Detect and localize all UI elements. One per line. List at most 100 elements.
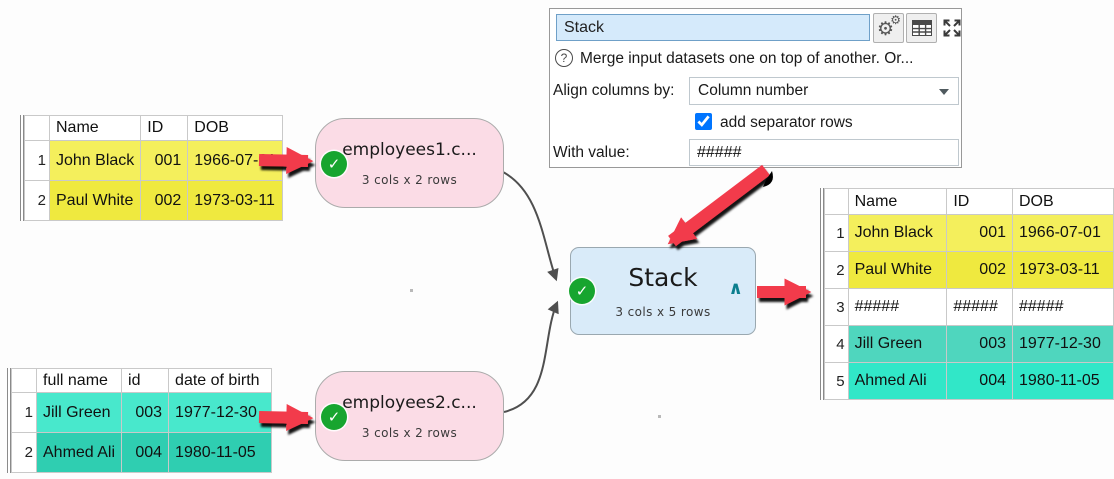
- corner-header: [24, 115, 50, 141]
- status-ok-icon: ✓: [569, 278, 595, 304]
- table-cell[interactable]: 004: [121, 432, 170, 473]
- grid-dot: [658, 415, 661, 418]
- row-number[interactable]: 2: [24, 180, 50, 221]
- table-icon: [911, 20, 932, 36]
- table-cell[interactable]: 001: [140, 140, 189, 181]
- node-size-label: 3 cols x 5 rows: [615, 305, 711, 319]
- row-number[interactable]: 1: [824, 214, 849, 252]
- transform-options-panel: ⚙⚙ ? M: [549, 8, 962, 168]
- add-separator-rows-label: add separator rows: [720, 114, 853, 131]
- help-text: Merge input datasets one on top of anoth…: [580, 50, 914, 67]
- table-cell[interactable]: 1973-03-11: [1012, 251, 1114, 289]
- table-cell[interactable]: 1980-11-05: [1012, 362, 1114, 400]
- table-cell[interactable]: Paul White: [48, 180, 142, 221]
- corner-header: [11, 368, 37, 393]
- node-title: Stack: [628, 263, 698, 292]
- table-cell[interactable]: Ahmed Ali: [35, 432, 123, 473]
- table-row: 3###############: [824, 288, 1114, 326]
- status-ok-icon: ✓: [321, 151, 347, 177]
- connector-input2-stack: [503, 300, 559, 413]
- table-cell[interactable]: John Black: [847, 214, 948, 252]
- expand-icon: [943, 19, 961, 37]
- help-icon[interactable]: ?: [555, 49, 573, 67]
- table-cell[interactable]: 002: [946, 251, 1013, 289]
- table-cell[interactable]: 003: [946, 325, 1013, 363]
- column-header[interactable]: Name: [847, 188, 948, 215]
- row-number[interactable]: 2: [11, 432, 37, 473]
- row-number[interactable]: 1: [11, 392, 37, 433]
- table-cell[interactable]: 002: [140, 180, 189, 221]
- table-cell[interactable]: Ahmed Ali: [847, 362, 948, 400]
- column-header[interactable]: date of birth: [168, 368, 273, 393]
- table-cell[interactable]: 1980-11-05: [168, 432, 273, 473]
- collapse-caret[interactable]: ∧: [728, 278, 743, 299]
- column-header[interactable]: DOB: [1012, 188, 1114, 215]
- table-cell[interactable]: John Black: [48, 140, 142, 181]
- node-title: employees2.c...: [342, 392, 477, 413]
- table-cell[interactable]: 1966-07-01: [187, 140, 284, 181]
- table-cell[interactable]: #####: [946, 288, 1013, 326]
- transform-name-input[interactable]: [556, 14, 870, 41]
- with-value-label: With value:: [553, 144, 630, 161]
- align-columns-dropdown[interactable]: Column number: [689, 77, 959, 105]
- table-cell[interactable]: #####: [847, 288, 948, 326]
- column-header[interactable]: Name: [48, 115, 142, 141]
- table-cell[interactable]: 004: [946, 362, 1013, 400]
- column-header[interactable]: ID: [946, 188, 1013, 215]
- corner-header: [824, 188, 849, 215]
- fullscreen-button[interactable]: [939, 13, 965, 43]
- table-cell[interactable]: 1966-07-01: [1012, 214, 1114, 252]
- table-cell[interactable]: 1977-12-30: [168, 392, 273, 433]
- table-cell[interactable]: 1977-12-30: [1012, 325, 1114, 363]
- column-header[interactable]: DOB: [187, 115, 284, 141]
- table-cell[interactable]: 003: [121, 392, 170, 433]
- table-cell[interactable]: Paul White: [847, 251, 948, 289]
- status-ok-icon: ✓: [321, 404, 347, 430]
- node-employees1[interactable]: ✓ employees1.c... 3 cols x 2 rows: [315, 118, 504, 208]
- row-number[interactable]: 2: [824, 251, 849, 289]
- connector-input1-stack: [502, 171, 559, 282]
- red-arrow-panel-to-stack: [667, 164, 770, 247]
- node-size-label: 3 cols x 2 rows: [361, 425, 458, 440]
- grid-dot: [410, 289, 413, 292]
- row-number[interactable]: 4: [824, 325, 849, 363]
- row-number[interactable]: 5: [824, 362, 849, 400]
- add-separator-rows-checkbox[interactable]: [695, 113, 712, 130]
- dropdown-value: Column number: [698, 82, 809, 99]
- align-columns-label: Align columns by:: [553, 82, 675, 99]
- show-table-button[interactable]: [906, 13, 937, 43]
- column-header[interactable]: id: [121, 368, 170, 393]
- column-header[interactable]: ID: [140, 115, 189, 141]
- arrow-tail-flick: [763, 171, 773, 187]
- table-cell[interactable]: #####: [1012, 288, 1114, 326]
- node-title: employees1.c...: [342, 139, 477, 160]
- node-stack[interactable]: ✓ Stack 3 cols x 5 rows ∧: [569, 247, 756, 335]
- column-header[interactable]: full name: [35, 368, 123, 393]
- settings-button[interactable]: ⚙⚙: [873, 13, 904, 43]
- table-cell[interactable]: 1973-03-11: [187, 180, 284, 221]
- with-value-input[interactable]: [689, 139, 959, 166]
- row-number[interactable]: 3: [824, 288, 849, 326]
- table-cell[interactable]: Jill Green: [847, 325, 948, 363]
- node-size-label: 3 cols x 2 rows: [361, 172, 458, 187]
- table-cell[interactable]: 001: [946, 214, 1013, 252]
- gear-icon: ⚙⚙: [877, 13, 901, 40]
- chevron-down-icon: [939, 89, 949, 95]
- row-number[interactable]: 1: [24, 140, 50, 181]
- table-cell[interactable]: Jill Green: [35, 392, 123, 433]
- node-employees2[interactable]: ✓ employees2.c... 3 cols x 2 rows: [315, 371, 504, 461]
